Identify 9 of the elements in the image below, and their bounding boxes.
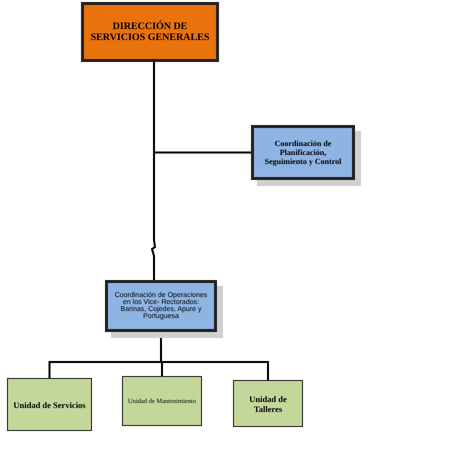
box-label: Unidad de Servicios: [13, 400, 86, 410]
box-label: Unidad de Talleres: [248, 394, 288, 414]
org-box: [122, 376, 202, 426]
org-box: [233, 380, 303, 427]
box-label: Coordinación de Planificación, Seguimiento y Control: [264, 139, 342, 166]
org-box: [81, 2, 219, 62]
box-label: DIRECCIÓN DE SERVICIOS GENERALES: [90, 21, 210, 43]
org-box: [7, 378, 92, 431]
connector-line: [150, 62, 156, 280]
